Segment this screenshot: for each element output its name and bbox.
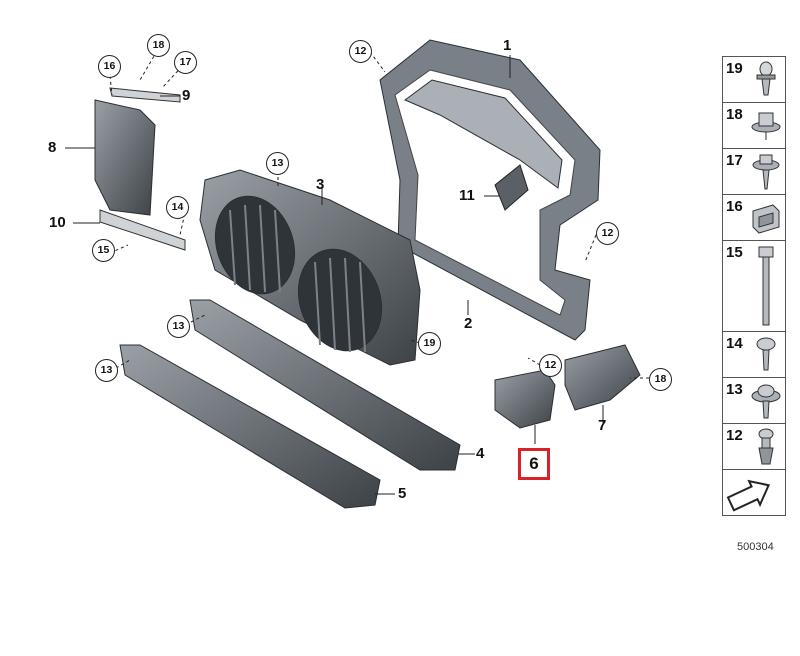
hex-screw-icon [756,337,776,371]
legend-number: 19 [726,60,743,77]
fastener-circle-13: 13 [95,359,118,382]
fastener-circle-15: 15 [92,239,115,262]
fastener-circle-18: 18 [649,368,672,391]
callout-11: 11 [459,187,475,204]
air-duct-7 [564,344,641,411]
fastener-circle-12: 12 [539,354,562,377]
air-flap-11 [494,164,529,211]
washer-screw-icon [751,384,781,419]
fastener-circle-13: 13 [266,152,289,175]
kidney-grille [199,169,421,366]
legend-number: 17 [726,152,743,169]
flange-screw-icon [752,154,780,190]
fastener-legend: 19 18 17 16 15 [722,56,786,516]
long-bolt-icon [758,246,774,326]
legend-item: 14 [722,331,786,377]
callout-10: 10 [49,214,66,231]
legend-item: 13 [722,377,786,423]
legend-item: 15 [722,240,786,331]
fastener-circle-13: 13 [167,315,190,338]
callout-7: 7 [598,417,607,434]
callout-2: 2 [464,315,473,332]
callout-5: 5 [398,485,407,502]
fastener-circle-12: 12 [596,222,619,245]
lower-crossbeam-4 [189,299,461,471]
bracket-10 [99,209,186,251]
callout-8: 8 [48,139,57,156]
document-number: 500304 [737,541,774,553]
callout-4: 4 [476,445,485,462]
air-duct-6 [494,369,556,429]
fastener-circle-12: 12 [349,40,372,63]
callout-6-highlighted: 6 [518,448,550,480]
callout-3: 3 [316,176,325,193]
leader-lines [65,55,604,495]
legend-number: 16 [726,198,743,215]
legend-number: 14 [726,335,743,352]
fastener-circle-16: 16 [98,55,121,78]
fastener-circle-19: 19 [418,332,441,355]
legend-arrow-cell [722,469,786,516]
legend-number: 12 [726,427,743,444]
expanding-rivet-icon [758,428,774,465]
lower-crossbeam-5 [119,344,381,509]
collar-nut-icon [751,112,781,140]
fastener-circle-14: 14 [166,196,189,219]
direction-arrow-icon [726,479,771,512]
legend-number: 13 [726,381,743,398]
push-rivet-icon [756,61,776,96]
legend-number: 15 [726,244,743,261]
legend-item: 18 [722,102,786,148]
bracket-9 [109,87,181,103]
callout-9: 9 [182,87,191,104]
fastener-circle-18: 18 [147,34,170,57]
callout-1: 1 [503,37,512,54]
legend-item: 16 [722,194,786,240]
legend-number: 18 [726,106,743,123]
duct-8 [94,99,156,216]
legend-item: 19 [722,56,786,102]
legend-item: 17 [722,148,786,194]
radiator-support-frame [379,39,601,341]
legend-item: 12 [722,423,786,469]
fastener-circle-17: 17 [174,51,197,74]
clip-nut-icon [752,204,780,234]
